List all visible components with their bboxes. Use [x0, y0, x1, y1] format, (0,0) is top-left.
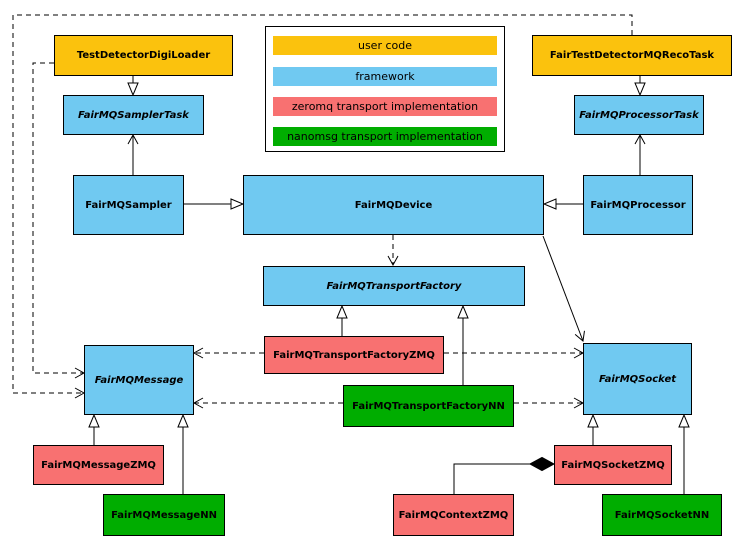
class-fairtestdetectormqrecotask: FairTestDetectorMQRecoTask	[532, 35, 732, 76]
legend-item-nanomsg: nanomsg transport implementation	[273, 127, 497, 146]
composition-diamond	[528, 456, 556, 472]
class-fairmqsocket: FairMQSocket	[583, 343, 692, 415]
composition-arrow	[453, 456, 556, 494]
legend: user code framework zeromq transport imp…	[265, 26, 505, 152]
legend-item-framework: framework	[273, 67, 497, 86]
class-fairmqtransportfactoryzmq: FairMQTransportFactoryZMQ	[264, 336, 444, 374]
class-fairmqmessagenn: FairMQMessageNN	[103, 494, 225, 536]
class-fairmqcontextzmq: FairMQContextZMQ	[393, 494, 514, 536]
edge-recotask-message	[12, 14, 633, 399]
class-fairmqtransportfactory: FairMQTransportFactory	[263, 266, 525, 306]
legend-item-user-code: user code	[273, 36, 497, 55]
class-testdetectordigiloader: TestDetectorDigiLoader	[54, 35, 233, 76]
class-fairmqprocessortask: FairMQProcessorTask	[574, 95, 704, 135]
class-fairmqmessagezmq: FairMQMessageZMQ	[33, 445, 164, 485]
class-fairmqmessage: FairMQMessage	[84, 345, 194, 415]
class-fairmqtransportfactorynn: FairMQTransportFactoryNN	[343, 385, 514, 427]
class-fairmqsampler: FairMQSampler	[73, 175, 184, 235]
class-fairmqsamplertask: FairMQSamplerTask	[63, 95, 204, 135]
association-arrows	[127, 133, 646, 342]
class-fairmqsocketnn: FairMQSocketNN	[602, 494, 722, 536]
class-fairmqdevice: FairMQDevice	[243, 175, 544, 235]
edge-digiloader-message	[32, 62, 86, 379]
dependency-arrows	[12, 14, 633, 409]
class-fairmqprocessor: FairMQProcessor	[583, 175, 693, 235]
legend-item-zeromq: zeromq transport implementation	[273, 97, 497, 116]
class-fairmqsocketzmq: FairMQSocketZMQ	[554, 445, 672, 485]
inheritance-arrows	[94, 76, 684, 494]
edge-device-socket	[542, 235, 585, 342]
